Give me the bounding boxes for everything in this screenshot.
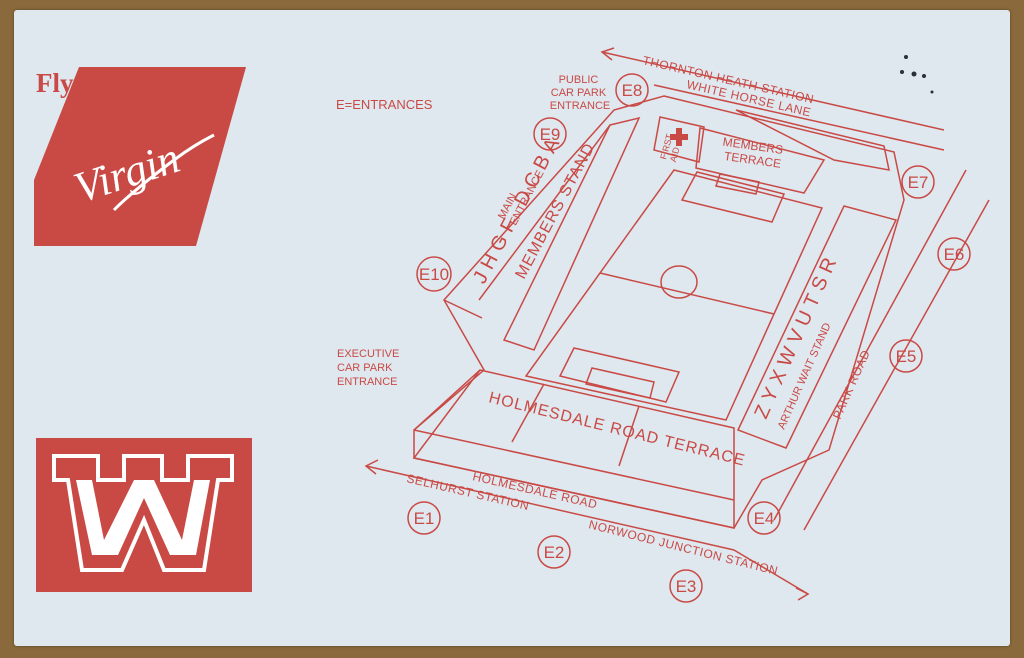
entrance-e10: E10 [416,256,452,292]
entrance-e2: E2 [537,535,571,569]
entrance-e6: E6 [937,237,971,271]
w-crest-logo: W [36,438,252,592]
virgin-logo: Virgin [34,67,246,246]
members-terrace-label: MEMBERS TERRACE [720,135,787,172]
ink-marks [900,55,934,94]
stadium-outline [412,95,990,531]
legend-text: E=ENTRANCES [336,97,433,112]
svg-text:E4: E4 [754,509,775,528]
svg-text:E6: E6 [944,245,965,264]
virgin-logo-panel [34,67,246,246]
park-road-label: PARK ROAD [830,348,873,422]
stadium-map: Fly Virgin W E=ENTRANCES PUBLIC CAR PARK… [34,47,990,603]
entrance-markers: E1 E2 E3 E4 E5 E6 E7 E8 E9 E10 [407,73,971,603]
svg-text:E7: E7 [908,173,929,192]
public-car-park-label: PUBLIC CAR PARK ENTRANCE [550,74,611,112]
w-crest-letter [76,480,210,555]
first-aid-icon [670,128,688,146]
executive-car-park-label: EXECUTIVE CAR PARK ENTRANCE [337,348,402,388]
entrance-e5: E5 [889,339,923,373]
svg-text:E3: E3 [676,577,697,596]
first-aid-label: FIRST AID [658,131,685,164]
entrance-e1: E1 [407,501,441,535]
entrance-e7: E7 [901,165,935,199]
white-horse-lane-lines [653,84,945,151]
norwood-arrow [733,549,810,601]
entrance-e8: E8 [615,73,649,107]
fly-text: Fly [36,68,74,98]
svg-text:E2: E2 [544,543,565,562]
pitch [524,169,824,421]
entrance-e3: E3 [669,569,703,603]
thornton-heath-arrow [600,47,945,131]
svg-text:E10: E10 [419,265,449,284]
selhurst-arrow [364,459,735,551]
virgin-logo-swash [112,133,215,212]
w-crest-outline [52,454,234,572]
entrance-e9: E9 [533,117,567,151]
svg-text:E5: E5 [896,347,917,366]
ticket-card: Fly Virgin W E=ENTRANCES PUBLIC CAR PARK… [14,10,1010,646]
entrance-e4: E4 [747,501,781,535]
svg-text:E9: E9 [540,125,561,144]
svg-text:E1: E1 [414,509,435,528]
w-crest-panel [36,438,252,592]
svg-text:E8: E8 [622,81,643,100]
